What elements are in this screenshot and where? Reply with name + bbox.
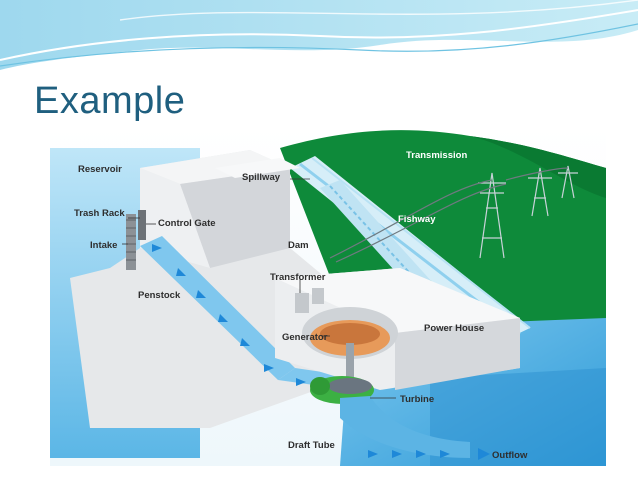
label-reservoir: Reservoir: [78, 164, 122, 175]
dam-top: [140, 150, 290, 184]
label-spillway: Spillway: [242, 172, 281, 183]
label-transformer: Transformer: [270, 272, 326, 283]
hydroelectric-dam-diagram: Reservoir Spillway Transmission Trash Ra…: [50, 128, 606, 466]
slide-title: Example: [34, 80, 186, 122]
hill-shadow: [470, 136, 606, 198]
transmission-towers: [329, 165, 578, 263]
header-wave-decoration: [0, 0, 638, 80]
flow-arrows: [152, 244, 490, 460]
spillway-block-top: [215, 158, 300, 178]
trash-rack: [126, 214, 136, 270]
label-intake: Intake: [90, 240, 117, 251]
generator-core: [320, 323, 380, 345]
label-fishway: Fishway: [398, 214, 436, 225]
transformer-2: [312, 288, 324, 304]
label-dam: Dam: [288, 240, 309, 251]
turbine-runner: [328, 378, 372, 394]
river-depth: [430, 368, 606, 466]
turbine-inlet: [310, 377, 330, 395]
leader-lines: [122, 178, 396, 399]
dam-face: [180, 168, 290, 268]
label-penstock: Penstock: [138, 290, 181, 301]
label-transmission: Transmission: [406, 150, 467, 161]
label-outflow: Outflow: [492, 450, 528, 461]
label-trash-rack: Trash Rack: [74, 208, 125, 219]
trash-rack-bars: [126, 219, 136, 261]
control-gate: [138, 210, 146, 240]
turbine-shaft: [346, 343, 354, 383]
label-generator: Generator: [282, 332, 328, 343]
transformer: [295, 293, 309, 313]
power-house-wall: [395, 318, 520, 390]
label-draft-tube: Draft Tube: [288, 440, 335, 451]
label-turbine: Turbine: [400, 394, 434, 405]
power-house-roof: [275, 268, 520, 333]
label-control-gate: Control Gate: [158, 218, 216, 229]
draft-tube: [340, 396, 470, 458]
label-power-house: Power House: [424, 323, 484, 334]
spillway-flow-line-2: [311, 157, 531, 329]
